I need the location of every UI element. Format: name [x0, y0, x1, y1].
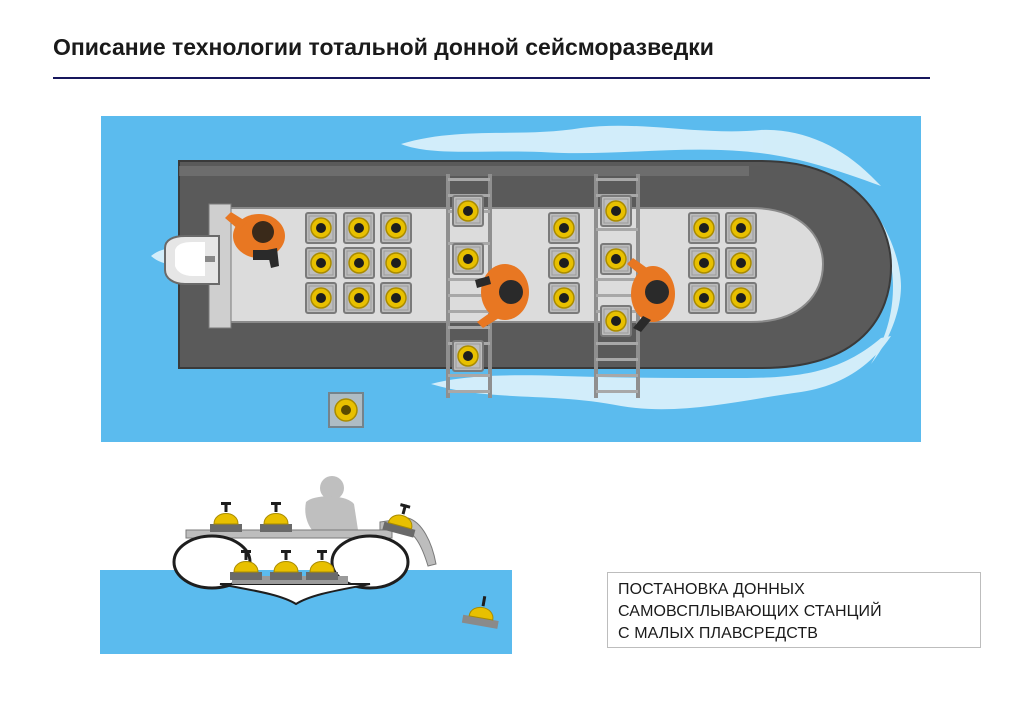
station-rack-middle: [548, 212, 580, 314]
seismic-station-icon: [209, 501, 243, 533]
worker-icon: [475, 264, 529, 328]
worker-icon: [627, 258, 675, 332]
deployed-station-icon: [461, 595, 499, 629]
title-divider: [53, 77, 930, 79]
caption-line-2: САМОВСПЛЫВАЮЩИХ СТАНЦИЙ: [618, 603, 882, 620]
boat-hull-side: [219, 583, 371, 606]
station-rack-left: [305, 212, 412, 314]
caption-line-3: С МАЛЫХ ПЛАВСРЕДСТВ: [618, 625, 819, 642]
person-silhouette: [305, 476, 358, 530]
caption-line-1: ПОСТАНОВКА ДОННЫХ: [618, 581, 805, 598]
boat-tube-right: [330, 534, 410, 590]
worker-icon: [225, 212, 285, 268]
outboard-motor-icon: [164, 235, 220, 285]
page-title: Описание технологии тотальной донной сей…: [53, 34, 714, 60]
boat-side-view-illustration: [100, 476, 512, 654]
caption-box: ПОСТАНОВКА ДОННЫХ САМОВСПЛЫВАЮЩИХ СТАНЦИ…: [607, 572, 981, 648]
deployed-station-icon: [328, 392, 364, 428]
boat-top-view-illustration: [101, 116, 921, 442]
